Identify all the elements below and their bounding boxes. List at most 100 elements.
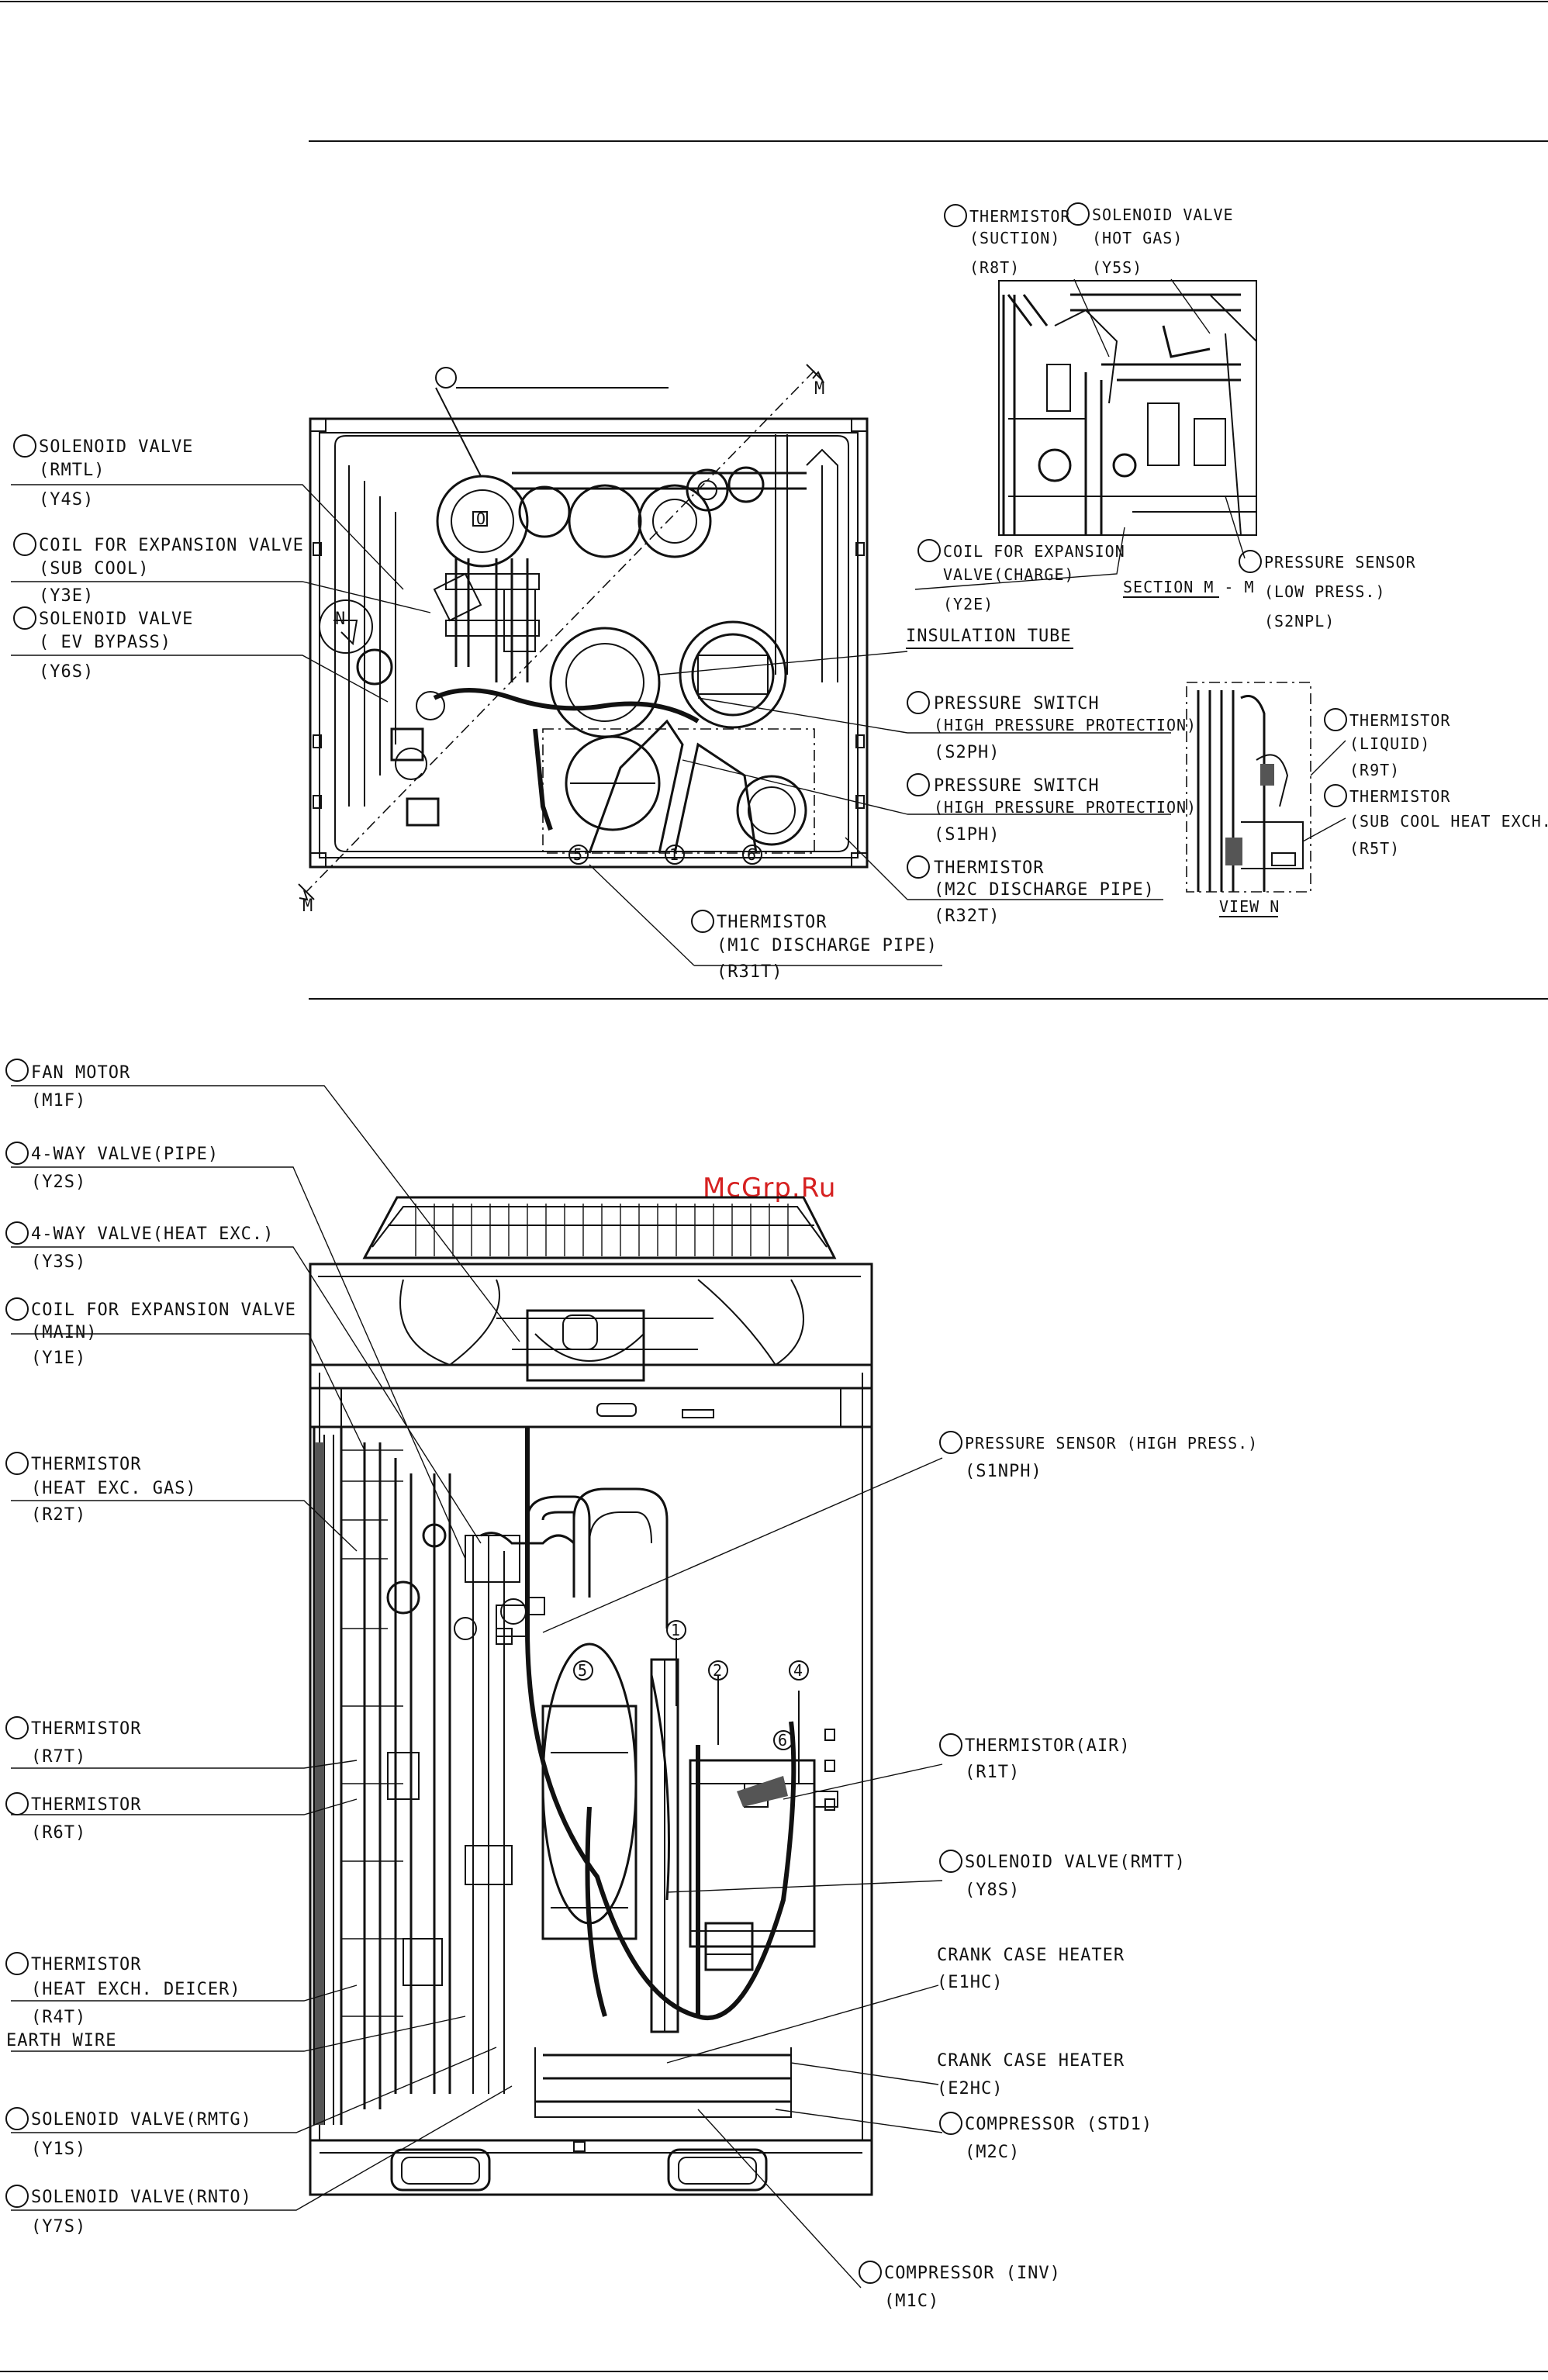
label-name: THERMISTOR (934, 858, 1044, 878)
top-label-insulation-tube: INSULATION TUBE (906, 627, 1073, 649)
label-code: (M1F) (31, 1091, 86, 1111)
label-name: SOLENOID VALVE (1092, 206, 1234, 224)
label-name: THERMISTOR (31, 1795, 141, 1815)
svg-text:O: O (476, 510, 486, 528)
label-code: (R9T) (1349, 761, 1400, 779)
cut-mark-bottom: M (302, 896, 313, 916)
top-leader-lines (11, 278, 1346, 966)
label-name: COMPRESSOR (STD1) (965, 2115, 1152, 2134)
label-name: THERMISTOR (969, 207, 1070, 226)
front-label-fan-motor: FAN MOTOR (M1F) (5, 1059, 130, 1111)
label-desc: ( EV BYPASS) (39, 633, 171, 652)
front-label-thermistor-r7t: THERMISTOR (R7T) (5, 1716, 140, 1767)
label-name: THERMISTOR(AIR) (965, 1736, 1131, 1756)
label-desc: (HEAT EXC. GAS) (31, 1479, 197, 1498)
label-code: (Y3E) (39, 586, 94, 606)
view-n-drawing (1186, 682, 1311, 893)
front-label-crank-heater-e2hc: CRANK CASE HEATER (E2HC) (937, 2051, 1124, 2098)
front-label-thermistor-r4t: THERMISTOR (HEAT EXCH. DEICER) (R4T) (5, 1952, 241, 2027)
label-desc: (RMTL) (39, 461, 105, 480)
label-code: (Y5S) (1092, 258, 1142, 277)
label-name: CRANK CASE HEATER (937, 1946, 1125, 1965)
circle-number-6: 6 (747, 845, 757, 864)
label-name: SOLENOID VALVE (39, 610, 193, 629)
label-desc: (LIQUID) (1349, 734, 1430, 753)
top-label-solenoid-y5s: SOLENOID VALVE (HOT GAS) (Y5S) (1066, 202, 1234, 277)
label-name: COMPRESSOR (INV) (884, 2264, 1061, 2283)
front-label-thermistor-r6t: THERMISTOR (R6T) (5, 1792, 141, 1843)
section-detail-drawing (998, 280, 1257, 536)
top-label-coil-y2e: COIL FOR EXPANSION VALVE(CHARGE) (Y2E) (917, 539, 1125, 613)
label-code: (R4T) (31, 2008, 86, 2027)
circle-number-5: 5 (573, 845, 583, 864)
top-circle-numbers: 5 1 6 (568, 845, 762, 865)
label-desc: (HEAT EXCH. DEICER) (31, 1980, 241, 1999)
label-desc: (SUB COOL) (39, 559, 149, 579)
front-label-thermistor-r1t: THERMISTOR(AIR) (R1T) (939, 1733, 1131, 1782)
label-name: THERMISTOR (1349, 787, 1450, 806)
label-name: 4-WAY VALVE(PIPE) (31, 1145, 219, 1164)
label-desc: (HIGH PRESSURE PROTECTION) (934, 798, 1197, 817)
circle-number-4: 4 (793, 1661, 803, 1680)
top-label-solenoid-y6s: SOLENOID VALVE ( EV BYPASS) (Y6S) (13, 606, 193, 682)
top-label-thermistor-r31t: THERMISTOR (M1C DISCHARGE PIPE) (R31T) (691, 910, 937, 982)
label-code: (S1NPH) (965, 1462, 1042, 1481)
front-circle-numbers: 1 5 2 4 6 (573, 1620, 809, 1750)
label-name: 4-WAY VALVE(HEAT EXC.) (31, 1225, 274, 1244)
circle-number-5: 5 (578, 1661, 588, 1680)
label-code: (E1HC) (937, 1973, 1003, 1992)
top-label-thermistor-r5t: THERMISTOR (SUB COOL HEAT EXCH. GAS) (R5… (1324, 784, 1548, 858)
top-label-thermistor-r8t: THERMISTOR (SUCTION) (R8T) (944, 204, 1070, 277)
label-code: (M2C) (965, 2143, 1020, 2162)
circle-number-1: 1 (669, 845, 679, 864)
circle-number-6: 6 (778, 1731, 788, 1750)
label-name: PRESSURE SENSOR (1264, 553, 1416, 572)
front-label-compressor-m1c: COMPRESSOR (INV) (M1C) (859, 2261, 1061, 2311)
front-label-coil-y1e: COIL FOR EXPANSION VALVE (MAIN) (Y1E) (5, 1297, 296, 1368)
view-label: VIEW N (1219, 897, 1280, 916)
label-name: EARTH WIRE (6, 2031, 116, 2050)
top-label-pressure-switch-s1ph: PRESSURE SWITCH (HIGH PRESSURE PROTECTIO… (907, 773, 1197, 845)
label-name: INSULATION TUBE (906, 627, 1072, 646)
label-code: (Y2S) (31, 1173, 86, 1192)
front-label-crank-heater-e1hc: CRANK CASE HEATER (E1HC) (937, 1946, 1125, 1992)
front-label-pressure-sensor-s1nph: PRESSURE SENSOR (HIGH PRESS.) (S1NPH) (939, 1431, 1257, 1481)
label-desc: (HIGH PRESSURE PROTECTION) (934, 716, 1197, 734)
label-code: (R7T) (31, 1747, 86, 1767)
label-name: COIL FOR EXPANSION VALVE (31, 1301, 296, 1320)
label-code: (Y3S) (31, 1252, 86, 1272)
label-name: SOLENOID VALVE(RMTG) (31, 2110, 252, 2130)
label-code: (Y6S) (39, 662, 94, 682)
label-code: (R5T) (1349, 839, 1400, 858)
label-name: SOLENOID VALVE(RMTT) (965, 1853, 1186, 1872)
label-name: PRESSURE SWITCH (934, 694, 1100, 713)
label-code: (S2PH) (934, 743, 1000, 762)
label-name: THERMISTOR (31, 1455, 141, 1474)
label-desc: VALVE(CHARGE) (943, 565, 1075, 584)
label-name: THERMISTOR (31, 1955, 141, 1974)
label-name: COIL FOR EXPANSION (943, 542, 1125, 561)
label-desc: (MAIN) (31, 1323, 97, 1342)
top-label-pressure-switch-s2ph: PRESSURE SWITCH (HIGH PRESSURE PROTECTIO… (907, 691, 1197, 762)
label-code: (R8T) (969, 258, 1020, 277)
front-view-drawing: 1 5 2 4 6 (309, 1196, 873, 2196)
label-desc: (M2C DISCHARGE PIPE) (934, 880, 1155, 900)
label-desc: (SUB COOL HEAT EXCH. GAS) (1349, 812, 1548, 831)
label-code: (R2T) (31, 1505, 86, 1525)
label-name: THERMISTOR (1349, 711, 1450, 730)
circle-number-1: 1 (671, 1621, 681, 1639)
label-code: (S2NPL) (1264, 612, 1335, 630)
label-desc: (LOW PRESS.) (1264, 582, 1386, 601)
top-label-pressure-sensor-s2npl: PRESSURE SENSOR (LOW PRESS.) (S2NPL) (1239, 550, 1416, 630)
label-code: (R6T) (31, 1823, 86, 1843)
front-label-thermistor-r2t: THERMISTOR (HEAT EXC. GAS) (R2T) (5, 1452, 197, 1525)
front-label-solenoid-y7s: SOLENOID VALVE(RNTO) (Y7S) (5, 2185, 251, 2237)
label-code: (M1C) (884, 2292, 939, 2311)
watermark: McGrp.Ru (703, 1173, 836, 1204)
label-code: (R32T) (934, 907, 1000, 926)
top-view-drawing: M M O (298, 364, 869, 916)
label-code: (S1PH) (934, 825, 1000, 845)
front-label-4way-y3s: 4-WAY VALVE(HEAT EXC.) (Y3S) (5, 1221, 274, 1272)
